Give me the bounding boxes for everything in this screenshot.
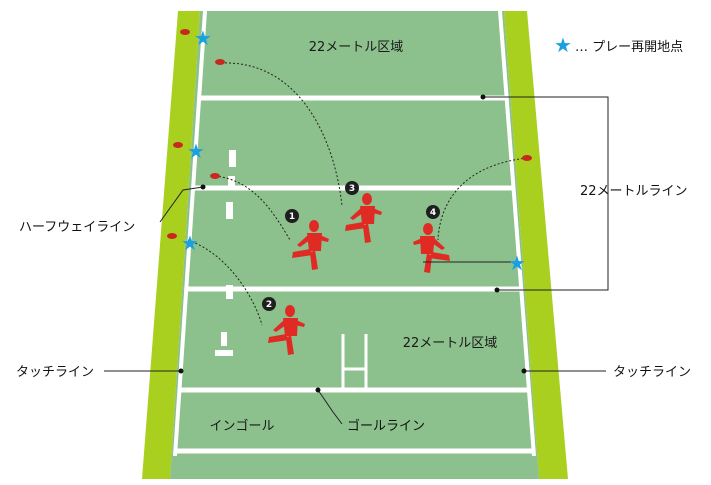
leader-dots xyxy=(178,94,527,393)
legend: ★ … プレー再開地点 xyxy=(554,33,683,57)
touch-area-left xyxy=(142,11,200,479)
zone-label-far-22: 22メートル区域 xyxy=(309,40,404,55)
zone-label-in-goal: インゴール xyxy=(209,418,274,434)
line-10m-dashes xyxy=(226,150,236,299)
leader-halfway xyxy=(159,186,204,223)
player-figure-4: 4 xyxy=(413,205,450,273)
player-number-marker xyxy=(285,209,299,223)
label-goal-line: ゴールライン xyxy=(347,418,425,434)
restart-star-icon: ★ xyxy=(508,251,526,275)
player-figure-1: 1 xyxy=(285,209,329,270)
player-number-marker xyxy=(345,181,359,195)
player-number: 4 xyxy=(430,208,436,218)
restart-star-icon: ★ xyxy=(194,26,212,50)
restart-star-icon: ★ xyxy=(181,231,199,255)
balls xyxy=(167,29,532,239)
legend-text: … プレー再開地点 xyxy=(575,40,683,55)
touch-line-left xyxy=(173,10,207,457)
legend-star-icon: ★ xyxy=(554,33,572,57)
player-number-marker xyxy=(262,297,276,311)
player-number: 3 xyxy=(349,184,355,194)
kick-trajectories xyxy=(187,62,528,326)
touch-line-right xyxy=(498,10,536,457)
leader-lines xyxy=(104,96,609,425)
ball-icon xyxy=(522,155,532,161)
trajectory-4 xyxy=(437,157,528,241)
leader-goal-line xyxy=(317,389,343,425)
leader-22m xyxy=(483,96,609,291)
restart-star-icon: ★ xyxy=(187,139,205,163)
touch-area-right xyxy=(504,11,568,479)
player-number: 2 xyxy=(266,300,272,310)
ball-icon xyxy=(167,233,177,239)
ball-icon xyxy=(215,59,225,65)
label-touch-line-left: タッチライン xyxy=(16,365,94,380)
label-halfway-line: ハーフウェイライン xyxy=(19,220,135,235)
goal-posts xyxy=(341,334,368,391)
zone-label-near-22: 22メートル区域 xyxy=(403,336,498,351)
player-number: 1 xyxy=(289,212,295,222)
trajectory-3 xyxy=(220,62,343,207)
label-22m-line: 22メートルライン xyxy=(580,184,688,199)
trajectory-2 xyxy=(187,239,263,326)
ball-icon xyxy=(173,142,183,148)
player-figure-3: 3 xyxy=(345,181,382,243)
trajectory-1 xyxy=(214,175,291,241)
label-touch-line-right: タッチライン xyxy=(613,365,691,380)
ball-icon xyxy=(210,173,220,179)
player-figure-2: 2 xyxy=(262,297,305,355)
field: 22メートル区域 22メートル区域 インゴール xyxy=(142,10,568,479)
player-number-marker xyxy=(426,205,440,219)
ball-icon xyxy=(180,29,190,35)
line-5m-marks xyxy=(215,332,233,356)
restart-points: ★ ★ ★ ★ xyxy=(181,26,526,275)
playing-surface xyxy=(170,11,539,479)
